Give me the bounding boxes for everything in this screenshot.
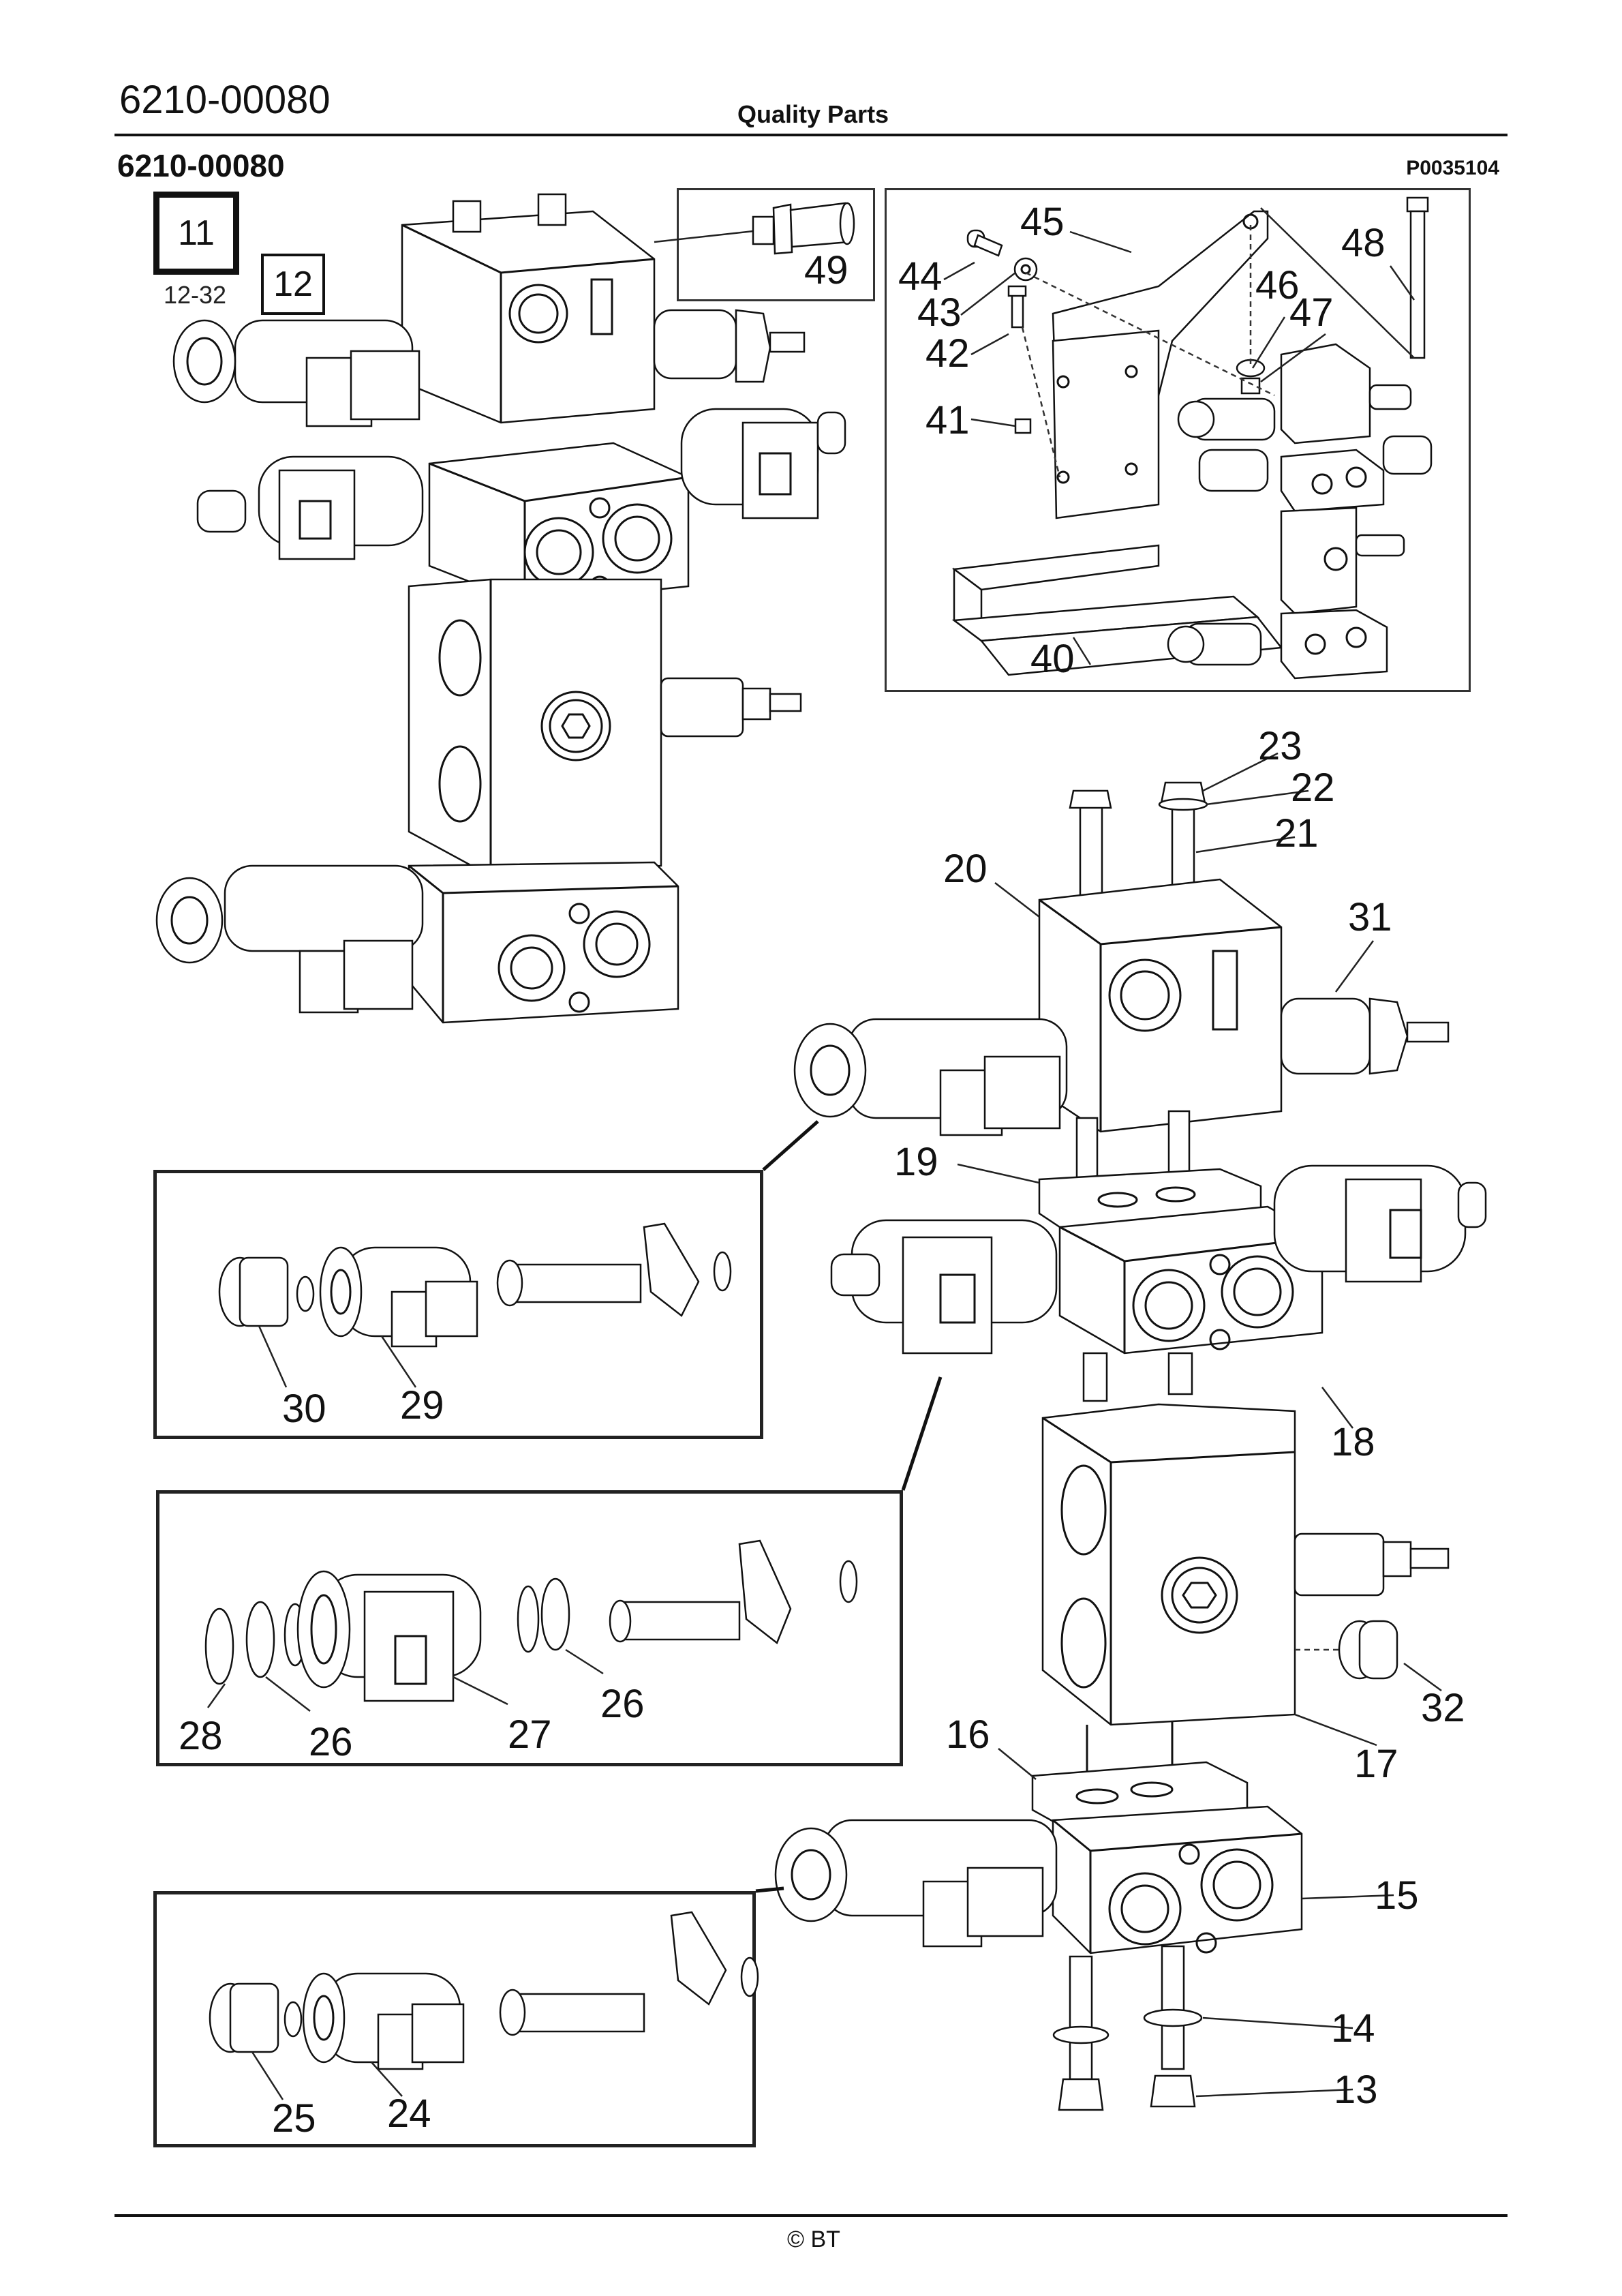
detail-frame-coil-26-28 <box>156 1490 903 1766</box>
callout-46: 46 <box>1255 263 1300 307</box>
callout-32: 32 <box>1421 1686 1465 1730</box>
check-valve-part <box>752 202 855 255</box>
coil-kit-24-25 <box>209 1911 759 2100</box>
detail-frame-coil-24-25 <box>153 1891 756 2147</box>
leader-lines <box>755 752 1442 2098</box>
callout-24: 24 <box>387 2091 431 2136</box>
assembled-valve-stack <box>155 193 846 1024</box>
detail-frame-check-valve <box>677 188 875 301</box>
callout-43: 43 <box>917 290 962 335</box>
callout-20: 20 <box>943 847 988 891</box>
header-divider <box>114 134 1508 136</box>
coil-kit-29-30 <box>218 1222 732 1388</box>
callout-13: 13 <box>1334 2068 1378 2112</box>
callout-44: 44 <box>898 254 943 299</box>
callout-42: 42 <box>925 331 970 376</box>
illustration-code: P0035104 <box>1406 157 1499 179</box>
callout-29: 29 <box>400 1383 444 1428</box>
section-number: 6210-00080 <box>117 148 285 183</box>
callout-49: 49 <box>804 248 848 292</box>
callout-26-left: 26 <box>309 1720 353 1764</box>
reference-box-secondary: 12 <box>261 254 325 315</box>
callout-25: 25 <box>272 2096 316 2141</box>
callout-30: 30 <box>282 1387 326 1431</box>
callout-47: 47 <box>1289 290 1334 335</box>
publisher-label: Quality Parts <box>737 100 889 128</box>
callout-19: 19 <box>894 1140 938 1184</box>
reference-box-secondary-number: 12 <box>273 265 313 304</box>
exploded-valve-stack <box>774 781 1487 2111</box>
callout-27: 27 <box>508 1712 552 1757</box>
callout-26-right: 26 <box>600 1682 645 1726</box>
reference-box-primary-number: 11 <box>178 213 215 253</box>
callout-31: 31 <box>1348 895 1392 939</box>
coil-kit-26-28 <box>204 1539 858 1712</box>
callout-22: 22 <box>1291 766 1335 810</box>
bracket-assembly-drawing <box>943 196 1433 680</box>
reference-box-primary: 11 <box>153 192 239 275</box>
callout-41: 41 <box>925 398 970 442</box>
callout-18: 18 <box>1331 1420 1375 1464</box>
callout-14: 14 <box>1331 2006 1375 2051</box>
footer-divider <box>114 2214 1508 2217</box>
callout-45: 45 <box>1020 200 1065 244</box>
callout-48: 48 <box>1341 221 1386 265</box>
copyright-notice: © BT <box>787 2226 840 2252</box>
reference-range: 12-32 <box>164 281 227 309</box>
detail-frame-bracket-assembly <box>885 188 1471 692</box>
callout-28: 28 <box>179 1714 223 1758</box>
callout-16: 16 <box>946 1712 990 1757</box>
detail-frame-coil-29-30 <box>153 1170 763 1439</box>
callout-21: 21 <box>1274 811 1319 856</box>
callout-40: 40 <box>1030 637 1075 681</box>
callout-15: 15 <box>1375 1873 1419 1918</box>
document-number: 6210-00080 <box>119 78 331 122</box>
callout-17: 17 <box>1354 1742 1398 1786</box>
callout-23: 23 <box>1258 724 1302 768</box>
